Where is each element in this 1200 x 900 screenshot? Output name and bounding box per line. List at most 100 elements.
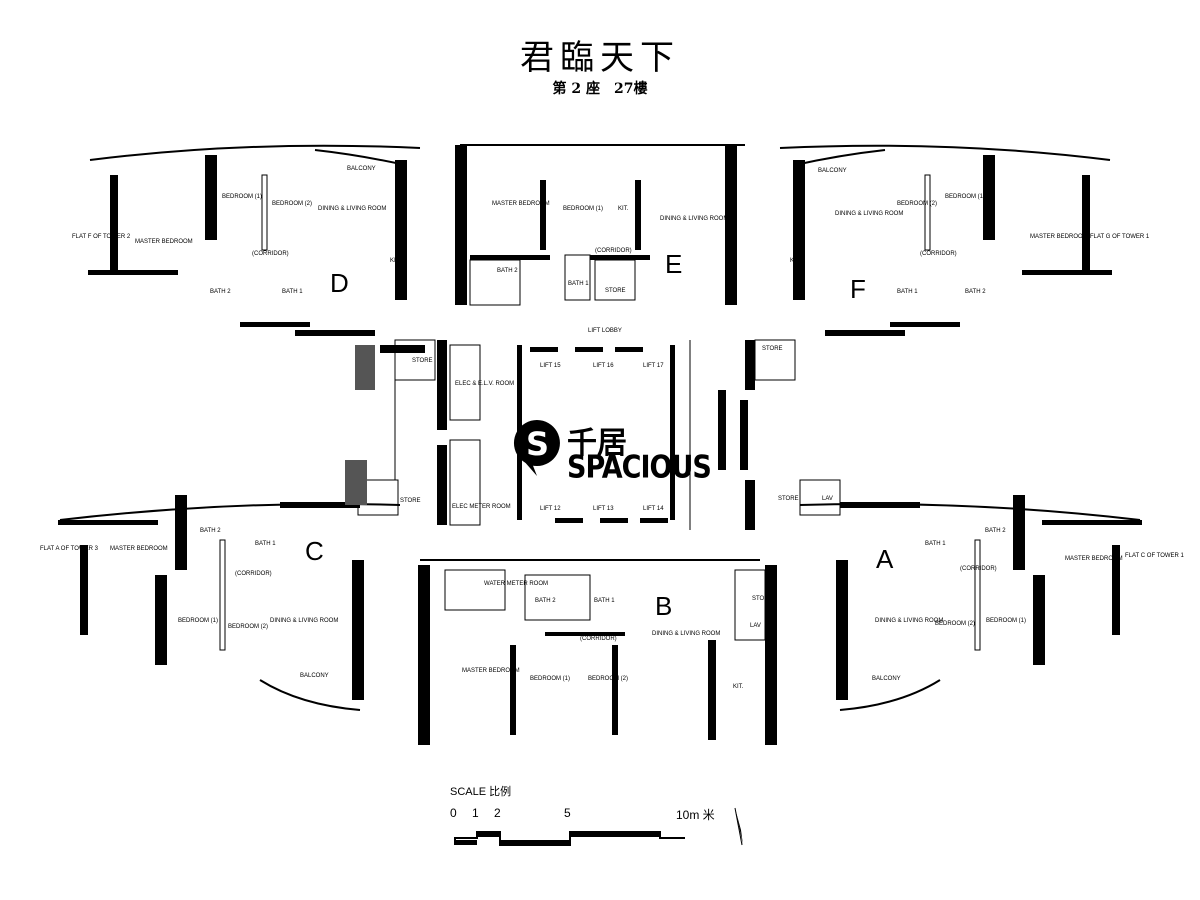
wall [745, 480, 755, 530]
label-lift-16: LIFT 16 [593, 363, 614, 369]
wall-outline-f [779, 144, 1111, 161]
room-master-c: MASTER BEDROOM [110, 546, 168, 552]
wall [840, 502, 920, 508]
partition [524, 574, 591, 621]
label-lift-13: LIFT 13 [593, 506, 614, 512]
wall [670, 345, 675, 520]
wall [295, 330, 375, 336]
room-dining-b: DINING & LIVING ROOM [652, 631, 720, 637]
room-bath2-e: BATH 2 [497, 268, 518, 274]
room-corridor-c: (CORRIDOR) [235, 571, 272, 577]
unit-label-b: B [655, 591, 672, 621]
wall [395, 160, 407, 300]
wall [983, 155, 995, 240]
wall [155, 575, 167, 665]
wall [765, 565, 777, 745]
partition [799, 479, 841, 516]
room-kit-b: KIT. [733, 684, 744, 690]
wall [825, 330, 905, 336]
room-master-f: MASTER BEDROOM [1030, 234, 1088, 240]
room-store-core-right-lower: STORE [778, 496, 799, 502]
wall [470, 255, 550, 260]
wall [58, 520, 158, 525]
lift-door [600, 518, 628, 523]
unit-label-a: A [876, 544, 894, 574]
partition [444, 569, 506, 611]
room-bedroom1-b: BEDROOM (1) [530, 676, 570, 682]
balcony-d [314, 149, 406, 166]
wall [1112, 545, 1120, 635]
room-lav-core: LAV [822, 496, 833, 502]
wall [740, 400, 748, 470]
room-corridor-a: (CORRIDOR) [960, 566, 997, 572]
wall [1033, 575, 1045, 665]
wall [175, 495, 187, 570]
page-title: 君臨天下 [520, 38, 680, 78]
room-dining-c: DINING & LIVING ROOM [270, 618, 338, 624]
neighbor-flat-a: FLAT C OF TOWER 1 [1125, 553, 1185, 559]
room-kit-d: KIT. [390, 258, 401, 264]
room-dining-f: DINING & LIVING ROOM [835, 211, 903, 217]
room-bedroom2-c: BEDROOM (2) [228, 624, 268, 630]
room-kit-f: KIT. [790, 258, 801, 264]
room-store-core-left-lower: STORE [400, 498, 421, 504]
room-elec-meter: ELEC METER ROOM [452, 504, 511, 510]
unit-label-d: D [330, 268, 349, 298]
scale-tick-2: 2 [494, 806, 501, 820]
room-kit-e: KIT. [618, 206, 629, 212]
partition [261, 174, 268, 251]
wall [418, 565, 430, 745]
room-bath1-b: BATH 1 [594, 598, 615, 604]
unit-label-e: E [665, 249, 682, 279]
wall [1042, 520, 1142, 525]
room-balcony-a: BALCONY [872, 676, 901, 682]
lift-door [615, 347, 643, 352]
wall [88, 270, 178, 275]
wall [725, 145, 737, 305]
partition [219, 539, 226, 651]
partition [924, 174, 931, 251]
room-store-b: STORE [752, 596, 773, 602]
room-master-d: MASTER BEDROOM [135, 239, 193, 245]
room-master-a: MASTER BEDROOM [1065, 556, 1123, 562]
wall [836, 560, 848, 700]
logo-chinese: 千居 [567, 426, 627, 461]
unit-label-f: F [850, 274, 866, 304]
room-bath2-f: BATH 2 [965, 289, 986, 295]
hatched-area [355, 345, 375, 390]
wall [205, 155, 217, 240]
partition [394, 339, 436, 381]
wall [437, 445, 447, 525]
wall [455, 145, 467, 305]
label-lift-12: LIFT 12 [540, 506, 561, 512]
wall [745, 340, 755, 390]
room-bath2-c: BATH 2 [200, 528, 221, 534]
room-bedroom2-d: BEDROOM (2) [272, 201, 312, 207]
lift-door [575, 347, 603, 352]
partition [449, 344, 481, 421]
label-lift-15: LIFT 15 [540, 363, 561, 369]
room-bedroom1-c: BEDROOM (1) [178, 618, 218, 624]
room-bedroom2-a: BEDROOM (2) [935, 621, 975, 627]
room-bedroom1-d: BEDROOM (1) [222, 194, 262, 200]
wall [80, 545, 88, 635]
room-bath1-c: BATH 1 [255, 541, 276, 547]
wall [240, 322, 310, 327]
room-lav-b: LAV [750, 623, 761, 629]
room-bath1-e: BATH 1 [568, 281, 589, 287]
wall [635, 180, 641, 250]
room-dining-d: DINING & LIVING ROOM [318, 206, 386, 212]
scale-tick-10: 10m 米 [676, 808, 715, 822]
room-dining-e: DINING & LIVING ROOM [660, 216, 728, 222]
room-corridor-f: (CORRIDOR) [920, 251, 957, 257]
wall [545, 632, 625, 636]
lift-door [640, 518, 668, 523]
room-bedroom2-b: BEDROOM (2) [588, 676, 628, 682]
wall-outline-d [89, 144, 421, 161]
room-balcony-c: BALCONY [300, 673, 329, 679]
wall [437, 340, 447, 430]
logo-mark-letter: S [526, 425, 549, 463]
room-master-e: MASTER BEDROOM [492, 201, 550, 207]
hatched-area [345, 460, 367, 505]
